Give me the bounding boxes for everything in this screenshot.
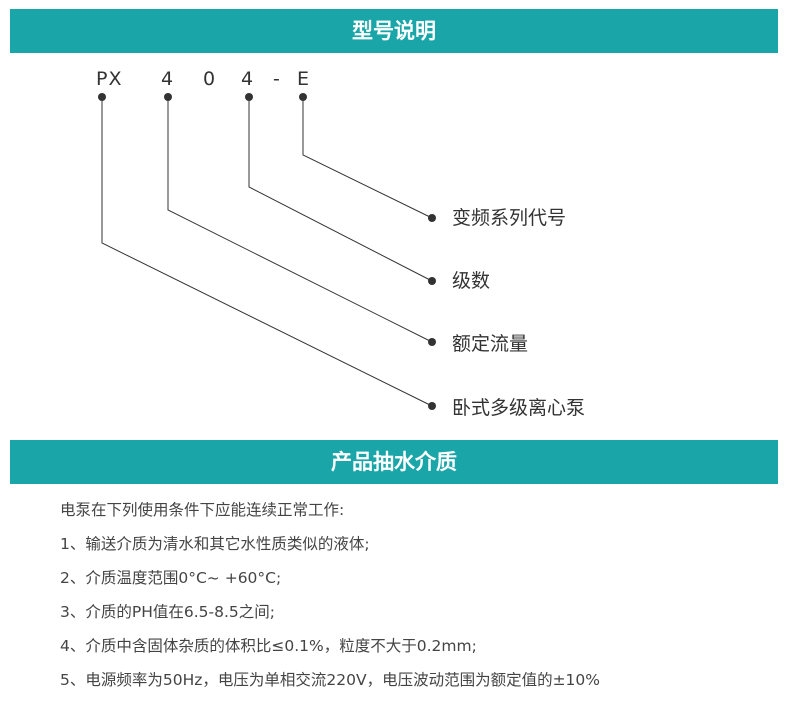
media-item: 5、电源频率为50Hz，电压为单相交流220V，电压波动范围为额定值的±10%: [60, 671, 601, 689]
code-dot-suffix: [299, 93, 307, 101]
section-title-model: 型号说明: [10, 9, 778, 53]
label-dot-series: [428, 402, 436, 410]
model-code-series: PX: [96, 68, 123, 90]
model-code-digit-3: 4: [241, 68, 255, 90]
label-dot-flow: [428, 338, 436, 346]
legend-label-flow: 额定流量: [452, 333, 529, 355]
legend-label-series: 卧式多级离心泵: [452, 397, 586, 419]
model-code-digit-1: 4: [161, 68, 175, 90]
media-item: 3、介质的PH值在6.5-8.5之间;: [60, 603, 275, 621]
code-dot-flow: [164, 93, 172, 101]
connector-line-series: [101, 97, 433, 407]
connector-line-stages: [248, 97, 433, 282]
model-code-dash: -: [273, 68, 281, 90]
label-dot-suffix: [428, 214, 436, 222]
code-dot-stages: [245, 93, 253, 101]
legend-label-suffix: 变频系列代号: [452, 207, 567, 229]
connector-line-flow: [167, 97, 433, 343]
model-code-suffix: E: [297, 68, 311, 90]
media-item: 4、介质中含固体杂质的体积比≤0.1%，粒度不大于0.2mm;: [60, 637, 477, 655]
media-item: 2、介质温度范围0°C~ +60°C;: [60, 569, 282, 587]
media-item: 1、输送介质为清水和其它水性质类似的液体;: [60, 535, 370, 553]
media-conditions: 电泵在下列使用条件下应能连续正常工作: 1、输送介质为清水和其它水性质类似的液体…: [60, 500, 760, 704]
section-title-media: 产品抽水介质: [10, 440, 778, 484]
code-dot-series: [98, 93, 106, 101]
label-dot-stages: [428, 277, 436, 285]
media-intro: 电泵在下列使用条件下应能连续正常工作:: [60, 501, 345, 519]
legend-label-stages: 级数: [452, 270, 491, 292]
model-code-diagram: [98, 93, 436, 410]
model-code-digit-2: 0: [203, 68, 217, 90]
connector-line-suffix: [302, 97, 433, 219]
